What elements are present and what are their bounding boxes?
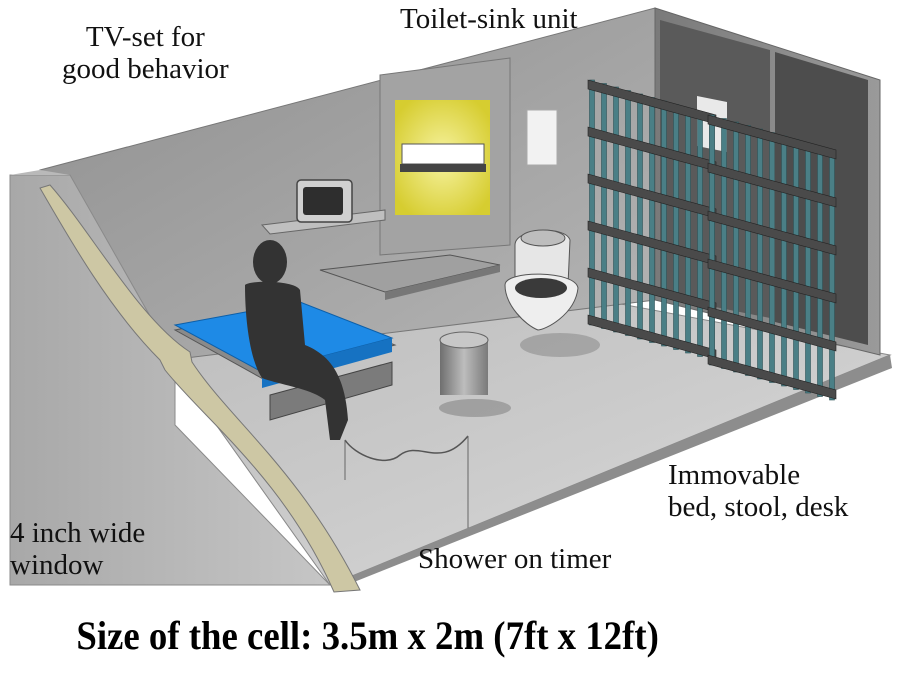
tv-screen xyxy=(303,187,343,215)
shower-curtain xyxy=(344,435,469,461)
cell-crossbar xyxy=(707,162,837,208)
cell-bar xyxy=(829,149,835,401)
sink-bowl xyxy=(520,229,566,247)
cell-bar xyxy=(733,121,739,373)
cell-bar xyxy=(793,139,799,390)
toilet-shadow xyxy=(520,333,600,357)
cell-bar xyxy=(637,93,643,340)
stool xyxy=(440,340,488,395)
cell-bar xyxy=(589,79,595,326)
window-slit xyxy=(39,184,361,593)
label-tv: TV-set for good behavior xyxy=(62,21,229,85)
cell-bar xyxy=(817,146,823,397)
cell-bar xyxy=(757,128,763,380)
cell-bar xyxy=(721,118,727,369)
stool-shadow xyxy=(439,399,511,417)
label-toilet: Toilet-sink unit xyxy=(400,3,578,35)
light-fixture-frame xyxy=(400,164,486,172)
cell-crossbar xyxy=(707,210,837,256)
cell-bar xyxy=(601,83,607,329)
label-immovable: Immovable bed, stool, desk xyxy=(668,459,849,523)
label-shower: Shower on timer xyxy=(418,543,612,575)
cell-crossbar xyxy=(707,354,837,400)
cell-crossbar xyxy=(707,258,837,304)
cell-bar xyxy=(625,90,631,336)
desk-edge xyxy=(385,265,500,300)
label-window: 4 inch wide window xyxy=(10,517,146,581)
cell-bar xyxy=(781,135,787,387)
stool-top xyxy=(439,331,489,349)
wall-poster xyxy=(526,109,558,166)
floor-edge xyxy=(330,355,892,590)
cell-bar xyxy=(613,86,619,333)
inmate-silhouette xyxy=(245,240,348,440)
cell-bar xyxy=(745,125,751,376)
cell-bar xyxy=(685,107,691,354)
cell-crossbar xyxy=(707,114,837,160)
cell-bar xyxy=(769,132,775,383)
cell-bar xyxy=(649,97,655,343)
left-wall-top xyxy=(10,170,70,175)
cell-size-caption: Size of the cell: 3.5m x 2m (7ft x 12ft) xyxy=(76,613,659,658)
cell-bar xyxy=(661,100,667,347)
cell-bar xyxy=(673,104,679,350)
toilet-seat xyxy=(515,278,567,298)
light-fixture xyxy=(401,143,485,165)
prison-cell-illustration xyxy=(9,7,892,593)
cell-crossbar xyxy=(707,306,837,352)
cell-bars xyxy=(587,79,837,401)
cell-bar xyxy=(805,142,811,394)
cell-bar xyxy=(697,111,703,357)
cell-bar xyxy=(709,114,715,366)
